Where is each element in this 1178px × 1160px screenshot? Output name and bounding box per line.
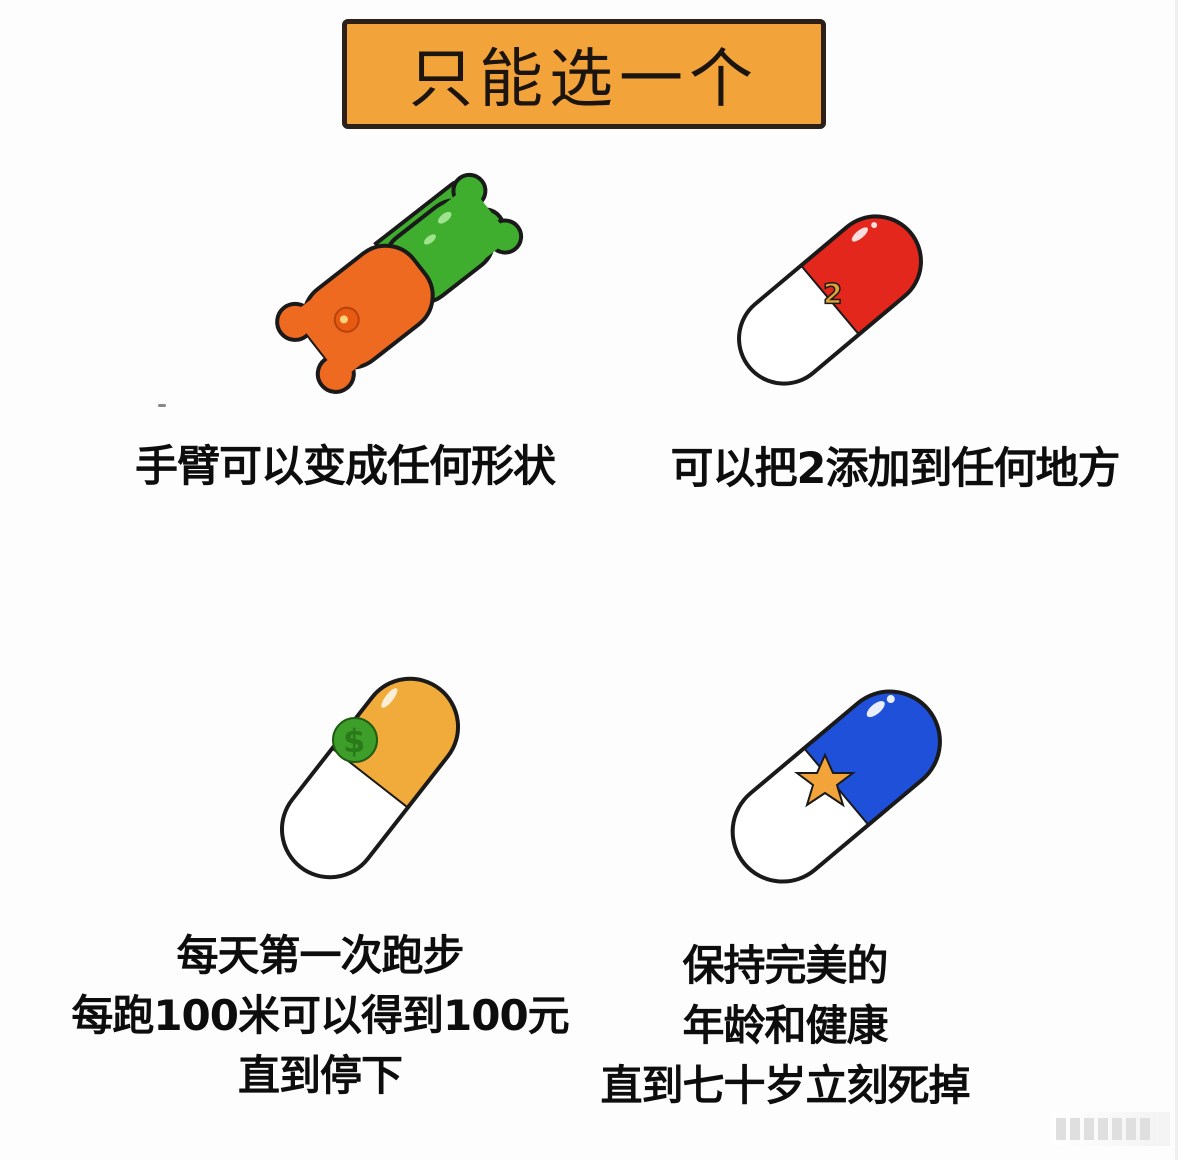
caption-gummy-bear: 手臂可以变成任何形状 [100, 446, 590, 489]
caption-line: 直到七十岁立刻死掉 [600, 1061, 970, 1110]
caption-line: 保持完美的 [682, 941, 888, 990]
orange-pill-illustration[interactable]: $ [255, 648, 485, 908]
caption-blue-pill: 保持完美的 年龄和健康 直到七十岁立刻死掉 [600, 945, 970, 1125]
title-banner: 只能选一个 [342, 19, 826, 129]
red-pill-illustration[interactable]: 2 [705, 185, 955, 415]
blue-pill-icon [730, 689, 942, 884]
caption-line: 直到停下 [237, 1051, 403, 1100]
caption-line: 手臂可以变成任何形状 [135, 442, 556, 492]
caption-line: 年龄和健康 [682, 1001, 888, 1050]
svg-text:$: $ [343, 722, 365, 760]
orange-pill-icon: $ [279, 676, 461, 880]
caption-line: 每天第一次跑步 [176, 931, 464, 980]
caption-orange-pill: 每天第一次跑步 每跑100米可以得到100元 直到停下 [40, 935, 600, 1115]
blue-pill-illustration[interactable] [705, 655, 965, 915]
caption-line: 可以把2添加到任何地方 [670, 444, 1121, 494]
two-badge: 2 [823, 277, 842, 310]
red-pill-icon: 2 [737, 214, 923, 386]
caption-line: 每跑100米可以得到100元 [71, 991, 569, 1040]
stray-mark [158, 404, 166, 407]
dollar-badge: $ [332, 717, 378, 763]
image-right-edge [1175, 0, 1178, 1160]
title-text: 只能选一个 [409, 43, 759, 117]
gummy-bear-icon [275, 172, 524, 394]
watermark-blur [1050, 1112, 1170, 1146]
caption-red-pill: 可以把2添加到任何地方 [630, 448, 1160, 491]
star-icon [794, 752, 856, 808]
gummy-bear-illustration[interactable] [262, 168, 542, 418]
